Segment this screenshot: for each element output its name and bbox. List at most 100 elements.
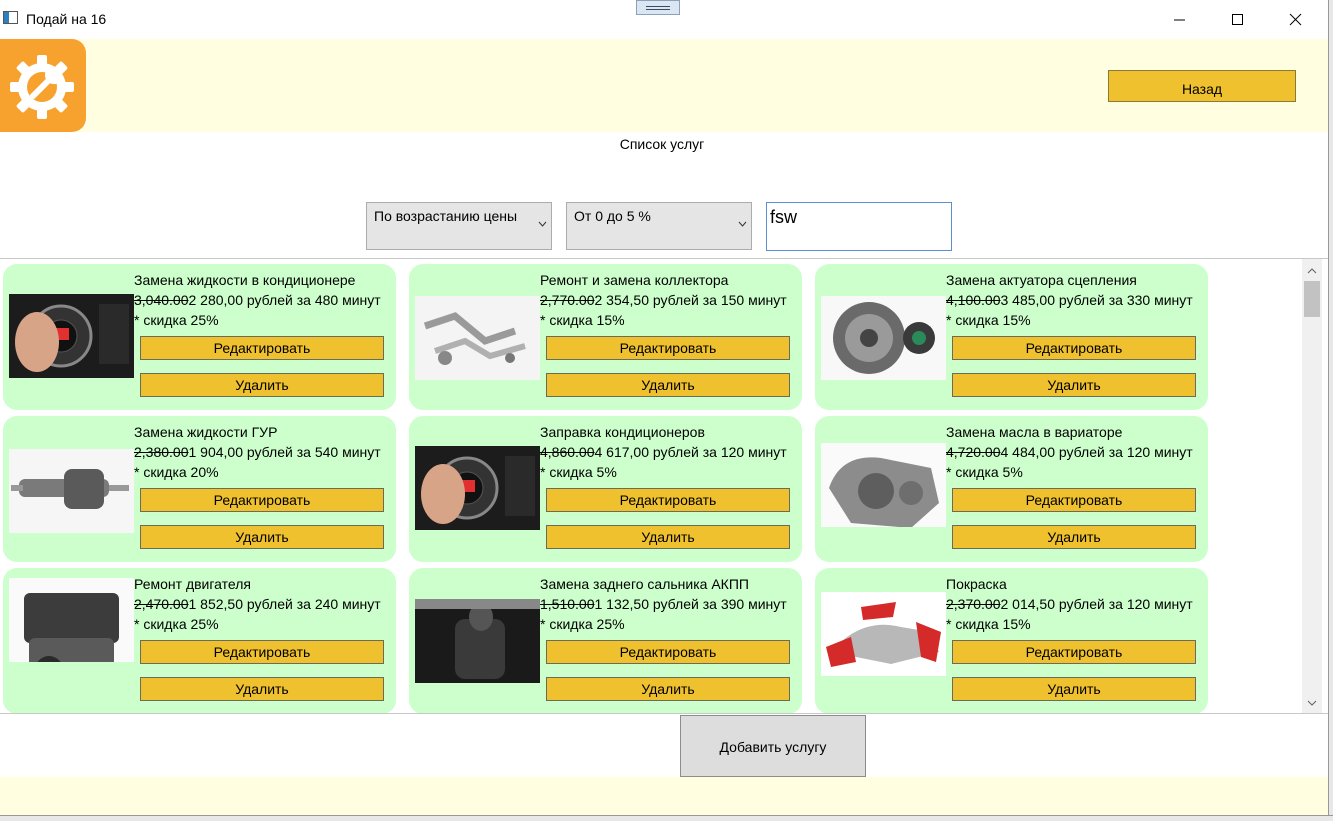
service-card: Покраска 2,370.002 014,50 рублей за 120 … bbox=[815, 568, 1208, 713]
clutch-kit-photo bbox=[821, 296, 946, 380]
edit-button[interactable]: Редактировать bbox=[952, 488, 1196, 512]
discount-selected-value: От 0 до 5 % bbox=[574, 208, 651, 224]
new-price: 4 617,00 рублей за 120 минут bbox=[594, 444, 787, 460]
header: Назад bbox=[0, 39, 1328, 132]
service-price: 4,860.004 617,00 рублей за 120 минут bbox=[540, 444, 787, 460]
gear-shifter-photo bbox=[415, 599, 540, 683]
app-icon bbox=[3, 11, 18, 24]
delete-button[interactable]: Удалить bbox=[546, 677, 790, 701]
footer bbox=[0, 777, 1328, 815]
sort-dropdown[interactable]: По возрастанию цены bbox=[366, 202, 552, 250]
new-price: 4 484,00 рублей за 120 минут bbox=[1000, 444, 1193, 460]
service-price: 2,470.001 852,50 рублей за 240 минут bbox=[134, 596, 381, 612]
service-card: Замена заднего сальника АКПП 1,510.001 1… bbox=[409, 568, 802, 713]
service-card: Замена жидкости ГУР 2,380.001 904,00 руб… bbox=[3, 416, 396, 562]
engine-photo bbox=[9, 578, 134, 662]
window-border bbox=[0, 815, 1333, 821]
service-name: Замена жидкости ГУР bbox=[134, 424, 278, 440]
old-price: 3,040.00 bbox=[134, 292, 189, 308]
old-price: 4,100.00 bbox=[946, 292, 1001, 308]
service-price: 2,770.002 354,50 рублей за 150 минут bbox=[540, 292, 787, 308]
delete-button[interactable]: Удалить bbox=[952, 373, 1196, 397]
service-card: Замена жидкости в кондиционере 3,040.002… bbox=[3, 264, 396, 410]
service-list[interactable]: Замена жидкости в кондиционере 3,040.002… bbox=[0, 258, 1328, 714]
service-name: Замена жидкости в кондиционере bbox=[134, 272, 356, 288]
sort-selected-value: По возрастанию цены bbox=[374, 208, 518, 224]
title-bar: Подай на 16 bbox=[0, 0, 1328, 39]
service-discount: * скидка 25% bbox=[540, 616, 625, 632]
edit-button[interactable]: Редактировать bbox=[140, 488, 384, 512]
edit-button[interactable]: Редактировать bbox=[952, 640, 1196, 664]
scrollbar-thumb[interactable] bbox=[1304, 281, 1320, 317]
service-card: Замена масла в вариаторе 4,720.004 484,0… bbox=[815, 416, 1208, 562]
delete-button[interactable]: Удалить bbox=[140, 525, 384, 549]
app-logo bbox=[0, 39, 86, 132]
edit-button[interactable]: Редактировать bbox=[140, 336, 384, 360]
new-price: 1 852,50 рублей за 240 минут bbox=[188, 596, 381, 612]
close-button[interactable] bbox=[1268, 0, 1326, 39]
delete-button[interactable]: Удалить bbox=[546, 525, 790, 549]
service-card: Ремонт и замена коллектора 2,770.002 354… bbox=[409, 264, 802, 410]
service-card: Ремонт двигателя 2,470.001 852,50 рублей… bbox=[3, 568, 396, 713]
service-price: 3,040.002 280,00 рублей за 480 минут bbox=[134, 292, 381, 308]
old-price: 2,770.00 bbox=[540, 292, 595, 308]
car-ac-control-photo bbox=[9, 294, 134, 378]
edit-button[interactable]: Редактировать bbox=[546, 336, 790, 360]
service-card: Заправка кондиционеров 4,860.004 617,00 … bbox=[409, 416, 802, 562]
maximize-icon bbox=[1232, 14, 1243, 25]
service-price: 1,510.001 132,50 рублей за 390 минут bbox=[540, 596, 787, 612]
service-discount: * скидка 25% bbox=[134, 616, 219, 632]
delete-button[interactable]: Удалить bbox=[140, 373, 384, 397]
service-price: 4,100.003 485,00 рублей за 330 минут bbox=[946, 292, 1193, 308]
search-input[interactable]: fsw bbox=[766, 202, 952, 251]
exhaust-manifold-photo bbox=[415, 296, 540, 380]
discount-filter-dropdown[interactable]: От 0 до 5 % bbox=[566, 202, 752, 250]
scroll-up-icon[interactable] bbox=[1302, 263, 1322, 279]
edit-button[interactable]: Редактировать bbox=[546, 488, 790, 512]
maximize-button[interactable] bbox=[1210, 0, 1268, 39]
edit-button[interactable]: Редактировать bbox=[140, 640, 384, 664]
service-name: Ремонт двигателя bbox=[134, 576, 251, 592]
old-price: 4,860.00 bbox=[540, 444, 595, 460]
service-discount: * скидка 15% bbox=[946, 312, 1031, 328]
service-name: Замена актуатора сцепления bbox=[946, 272, 1137, 288]
old-price: 4,720.00 bbox=[946, 444, 1001, 460]
chevron-down-icon bbox=[538, 221, 547, 227]
new-price: 2 014,50 рублей за 120 минут bbox=[1000, 596, 1193, 612]
new-price: 3 485,00 рублей за 330 минут bbox=[1000, 292, 1193, 308]
delete-button[interactable]: Удалить bbox=[546, 373, 790, 397]
edit-button[interactable]: Редактировать bbox=[952, 336, 1196, 360]
service-price: 4,720.004 484,00 рублей за 120 минут bbox=[946, 444, 1193, 460]
scroll-down-icon[interactable] bbox=[1302, 695, 1322, 711]
gear-wrench-icon bbox=[10, 55, 74, 119]
service-discount: * скидка 20% bbox=[134, 464, 219, 480]
page-title: Список услуг bbox=[619, 136, 705, 152]
vertical-scrollbar[interactable] bbox=[1302, 259, 1322, 713]
service-discount: * скидка 5% bbox=[540, 464, 617, 480]
delete-button[interactable]: Удалить bbox=[952, 525, 1196, 549]
service-price: 2,380.001 904,00 рублей за 540 минут bbox=[134, 444, 381, 460]
service-discount: * скидка 15% bbox=[946, 616, 1031, 632]
delete-button[interactable]: Удалить bbox=[952, 677, 1196, 701]
old-price: 2,380.00 bbox=[134, 444, 189, 460]
minimize-icon bbox=[1174, 19, 1185, 21]
chevron-down-icon bbox=[738, 221, 747, 227]
old-price: 2,370.00 bbox=[946, 596, 1001, 612]
service-discount: * скидка 5% bbox=[946, 464, 1023, 480]
back-button[interactable]: Назад bbox=[1108, 70, 1296, 102]
add-service-button[interactable]: Добавить услугу bbox=[680, 715, 866, 777]
car-ac-control-photo bbox=[415, 446, 540, 530]
close-icon bbox=[1289, 13, 1302, 26]
car-body-parts-photo bbox=[821, 592, 946, 676]
steering-rack-photo bbox=[9, 449, 134, 533]
window-border bbox=[1328, 0, 1333, 821]
service-name: Покраска bbox=[946, 576, 1007, 592]
new-price: 2 280,00 рублей за 480 минут bbox=[188, 292, 381, 308]
edit-button[interactable]: Редактировать bbox=[546, 640, 790, 664]
delete-button[interactable]: Удалить bbox=[140, 677, 384, 701]
minimize-button[interactable] bbox=[1152, 0, 1210, 39]
new-price: 1 132,50 рублей за 390 минут bbox=[594, 596, 787, 612]
service-discount: * скидка 25% bbox=[134, 312, 219, 328]
drag-grip-icon[interactable] bbox=[636, 0, 680, 15]
service-name: Замена заднего сальника АКПП bbox=[540, 576, 749, 592]
